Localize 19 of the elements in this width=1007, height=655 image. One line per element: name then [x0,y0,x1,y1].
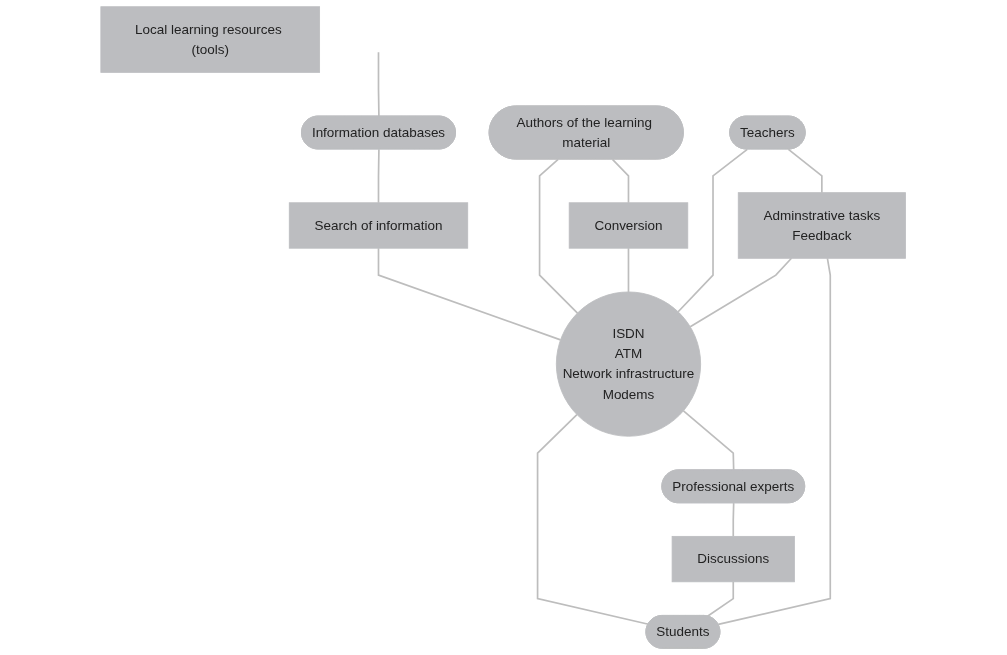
connector [677,148,749,313]
connector [628,247,630,293]
node-box: Adminstrative tasks Feedback [738,192,907,259]
connector [378,51,381,118]
node-circle: ISDN ATM Network infrastructure Modems [556,291,702,437]
node-box: Discussions [672,535,796,583]
node-box: Search of information [289,202,469,249]
connector [717,257,832,626]
connector [539,158,579,314]
connector [787,148,824,194]
node-box: Conversion [569,202,689,249]
connector [689,257,793,328]
connector [378,148,381,204]
connector [732,502,735,538]
connector [707,580,735,618]
connector [612,158,630,204]
node-box: Local learning resources (tools) [100,6,321,73]
connector [378,247,562,341]
connector [537,413,650,626]
